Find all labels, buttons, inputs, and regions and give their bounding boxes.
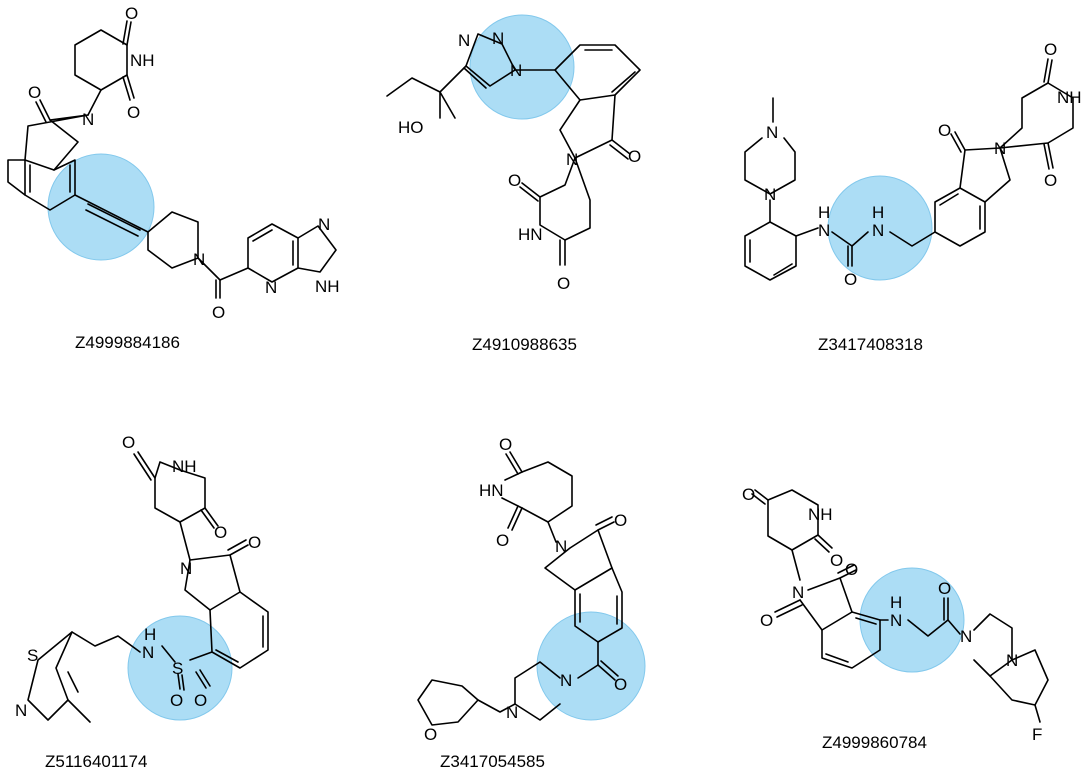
compound-3-structure [744,58,1074,281]
atom-label: O [496,531,509,550]
atom-label: O [508,171,521,190]
atom-label: N [994,139,1006,158]
atom-label: NH [172,457,197,476]
compound-4-structure [27,451,269,723]
atom-label: HN [518,225,543,244]
atom-label: N [180,559,192,578]
atom-label: N [15,701,27,720]
atom-label: NH [808,505,833,524]
atom-label: O [214,523,227,542]
atom-label: N [318,215,330,234]
atom-label: O [844,270,857,289]
atom-label: N [555,537,567,556]
atom-label: N [960,627,972,646]
compound-1-structure [7,20,337,299]
atom-label: N [872,221,884,240]
atom-label: O [424,725,437,744]
atom-label: S [172,659,183,678]
atom-label: H [890,593,902,612]
compound-id: Z5116401174 [45,752,147,771]
compound-2-structure [386,33,641,266]
atom-label: O [1044,40,1057,59]
compound-1-atoms: O NH O N O N O N N NH [28,4,340,322]
atom-label: O [248,533,261,552]
compound-2-atoms: N N N HO N O O HN O [398,29,641,293]
compound-id: Z4999860784 [822,733,927,752]
atom-label: N [506,703,518,722]
atom-label: N [566,150,578,169]
highlight-linker-4 [127,615,233,721]
compound-id: Z3417054585 [440,752,545,771]
highlight-linker-1 [47,153,155,261]
compound-5-structure [417,451,623,726]
atom-label: O [614,675,627,694]
atom-label: O [122,433,135,452]
atom-label: O [830,551,843,570]
atom-label: N [764,185,776,204]
atom-label: O [212,303,225,322]
compound-id: Z4999884186 [75,333,180,352]
atom-label: N [492,29,504,48]
atom-label: O [742,485,755,504]
atom-label: O [127,103,140,122]
compound-4-atoms: O NH O O N S N H N S O O [15,433,261,720]
atom-label: O [1044,171,1057,190]
compound-6-atoms: O NH O O N O H N O N N F [742,485,1042,744]
atom-label: O [938,121,951,140]
atom-label: N [265,278,277,297]
highlight-linker-5 [536,611,646,721]
atom-label: O [614,511,627,530]
atom-label: N [142,643,154,662]
atom-label: O [557,274,570,293]
atom-label: N [510,61,522,80]
atom-label: HN [479,481,504,500]
atom-label: F [1032,725,1042,744]
compound-3-atoms: N N H N H N O O N O NH O [764,40,1082,289]
atom-label: N [766,123,778,142]
atom-label: HO [398,118,424,137]
atom-label: N [82,110,94,129]
atom-label: N [458,31,470,50]
atom-label: NH [315,277,340,296]
atom-label: N [560,671,572,690]
compound-id: Z4910988635 [472,335,577,354]
highlight-regions [47,14,965,721]
atom-label: O [194,691,207,710]
atom-label: O [628,147,641,166]
atom-label: NH [130,51,155,70]
highlight-linker-3 [827,175,933,281]
atom-label: O [499,435,512,454]
atom-label: NH [1057,88,1082,107]
compound-id: Z3417408318 [818,335,923,354]
atom-label: N [792,583,804,602]
atom-label: O [760,611,773,630]
atom-label: S [27,646,38,665]
atom-label: O [938,579,951,598]
atom-label: N [818,221,830,240]
atom-label: N [193,250,205,269]
atom-label: N [1006,651,1018,670]
compound-6-structure [751,489,1049,723]
atom-label: O [28,83,41,102]
atom-label: N [890,611,902,630]
atom-label: H [872,203,884,222]
atom-label: O [845,560,858,579]
atom-label: O [170,691,183,710]
atom-label: H [144,625,156,644]
atom-label: H [818,203,830,222]
compound-5-atoms: O HN O O N N O N O [424,435,627,744]
atom-label: O [125,4,138,23]
